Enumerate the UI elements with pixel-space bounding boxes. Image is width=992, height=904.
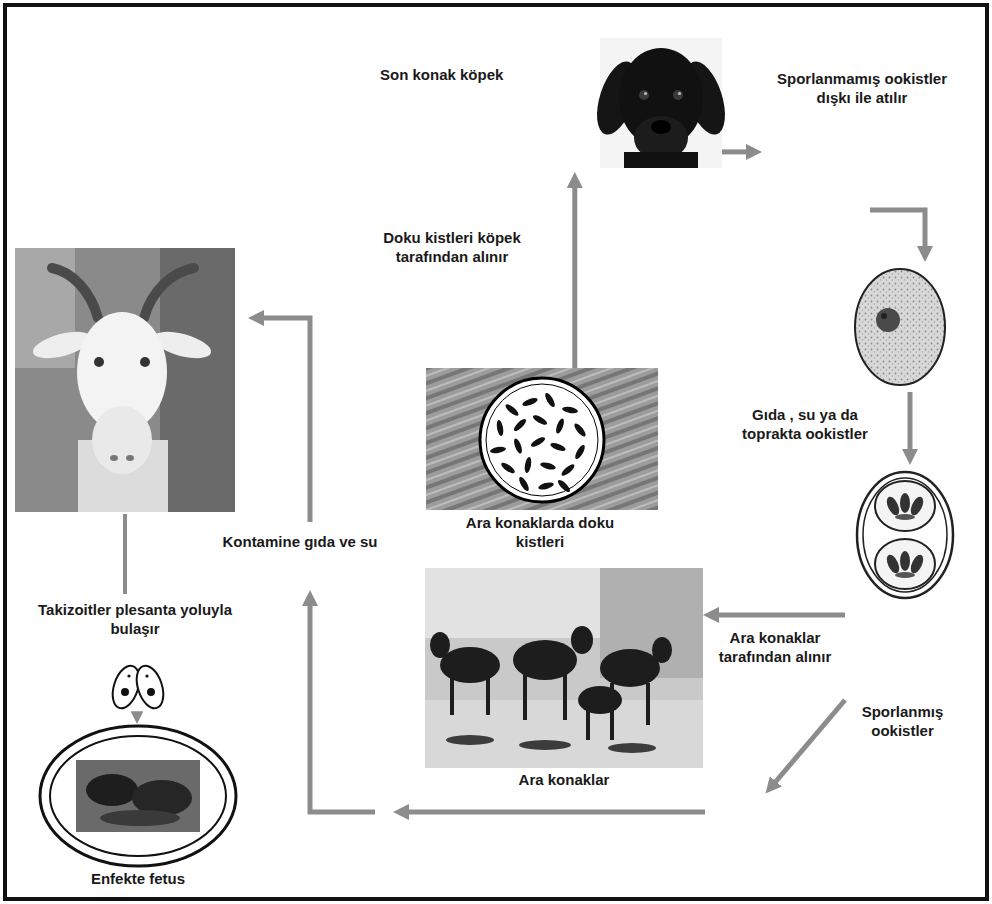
dog-photo <box>589 38 733 168</box>
intermediate-hosts-photo <box>425 568 703 768</box>
infected-fetus <box>40 726 236 866</box>
oocyst-node: Sporlanmış ookistler <box>845 465 960 750</box>
flow-arrow <box>258 318 310 522</box>
flow-arrow <box>403 810 705 815</box>
unsporulated-oocyst <box>855 269 945 385</box>
note-label: Kontamine gıda ve su <box>205 532 395 553</box>
node-text: Ara konaklarda doku kistleri <box>440 514 640 552</box>
node-text: Ara konaklar <box>425 771 703 790</box>
host-node: Ara konaklar <box>425 568 703 796</box>
node-text: Enfekte fetus <box>38 870 238 889</box>
flow-arrow <box>135 714 139 716</box>
flow-arrow <box>572 182 577 368</box>
tachyzoite-symbol <box>108 662 168 711</box>
outer-frame <box>5 5 987 899</box>
fetus-node: Enfekte fetus <box>38 722 238 892</box>
flow-arrow <box>310 600 375 812</box>
goat-photo <box>15 248 235 512</box>
note-label: Takizoitler plesanta yoluyla bulaşır <box>35 600 235 640</box>
cyst-node: Ara konaklarda doku kistleri <box>418 368 663 563</box>
flow-arrow <box>870 210 925 252</box>
flow-arrow <box>713 612 845 617</box>
host-node: Son konak köpek <box>370 38 722 172</box>
flow-line <box>123 514 127 594</box>
node-text: Sporlanmış ookistler <box>845 703 960 741</box>
oocyst-node: Sporlanmamış ookistler dışkı ile atılır <box>762 62 962 392</box>
sporulated-oocyst <box>857 472 953 598</box>
node-text: Sporlanmamış ookistler dışkı ile atılır <box>772 70 952 108</box>
flow-arrow <box>722 149 752 154</box>
edge-label: Ara konaklar tarafından alınır <box>710 628 840 668</box>
tissue-cyst-image <box>426 368 658 510</box>
node-text: Son konak köpek <box>380 66 590 85</box>
flow-arrow <box>908 392 913 455</box>
edge-label: Gıda , su ya da toprakta ookistler <box>735 405 875 445</box>
edge-label: Doku kistleri köpek tarafından alınır <box>352 228 552 268</box>
flow-arrow <box>772 700 845 786</box>
